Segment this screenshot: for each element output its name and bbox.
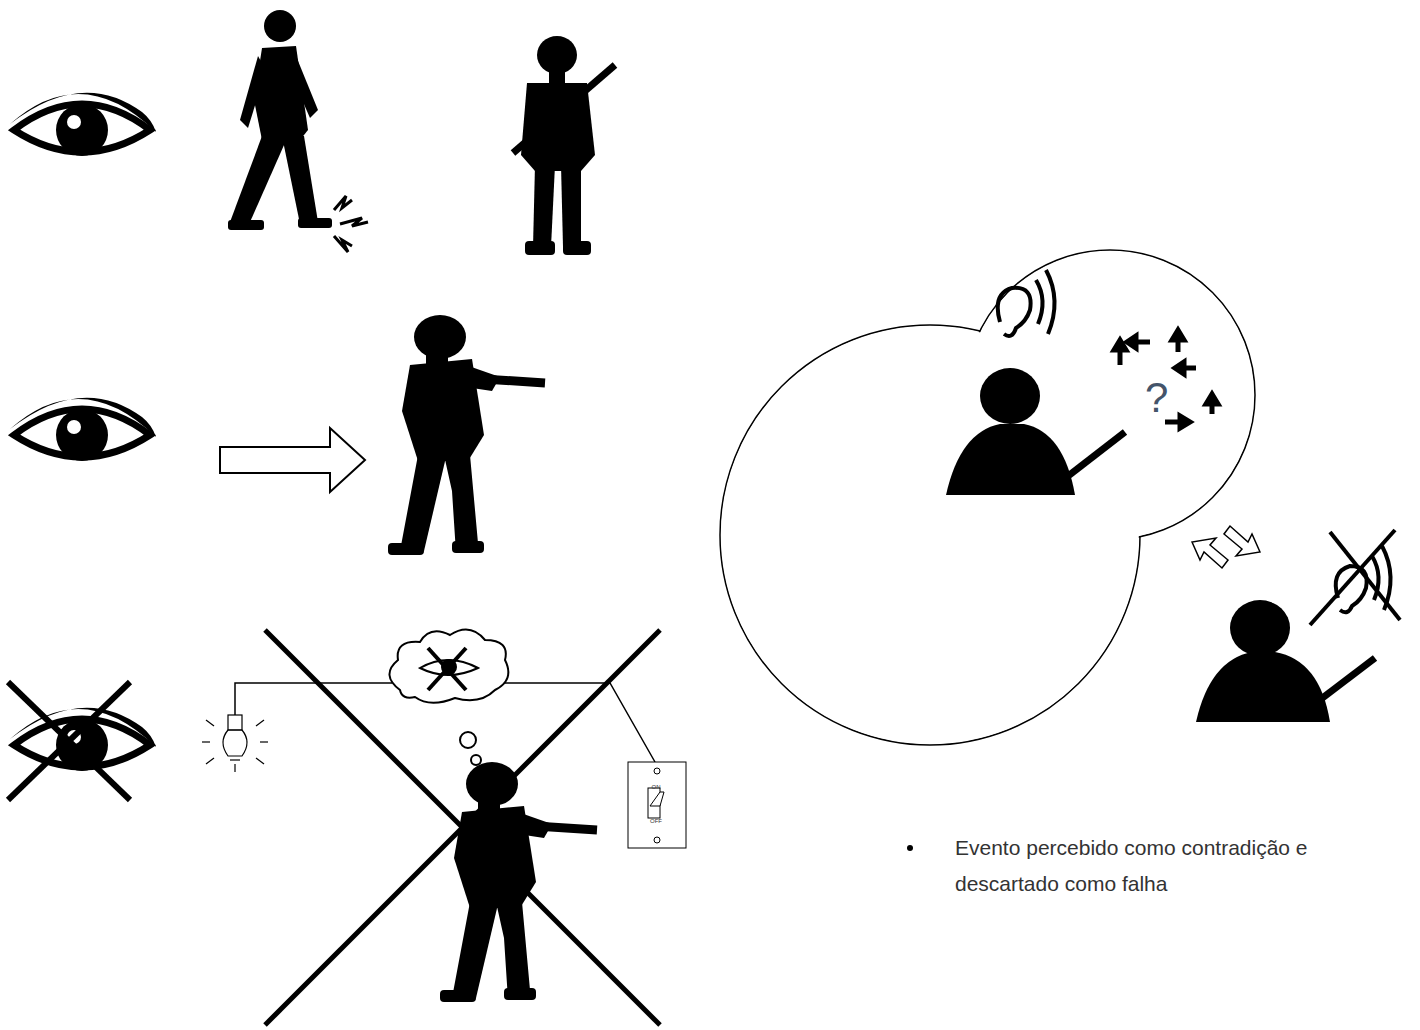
blob-outline [715,245,1260,755]
light-bulb [202,715,268,772]
note-text: Evento percebido como contradição e desc… [955,830,1315,902]
soldier-bust [1196,600,1375,722]
crossed-eye-icon [8,682,156,800]
hollow-arrow [220,428,365,492]
aiming-soldier [388,315,545,555]
light-switch [628,762,686,848]
eye-icon [10,93,156,156]
thought-cloud [389,630,508,777]
note-text: OFF [646,818,666,825]
bullet-dot [907,845,913,851]
big-cross [265,630,660,1025]
crossed-ear-icon [1310,530,1400,625]
note-text: ON [646,784,666,791]
thought-blob: ? [715,245,1260,755]
double-arrow [1224,526,1260,556]
standing-soldier [513,36,615,255]
eye-icon [10,398,156,461]
double-arrow [1192,538,1228,568]
walking-man [228,10,368,252]
node-text: ? [1145,375,1168,421]
